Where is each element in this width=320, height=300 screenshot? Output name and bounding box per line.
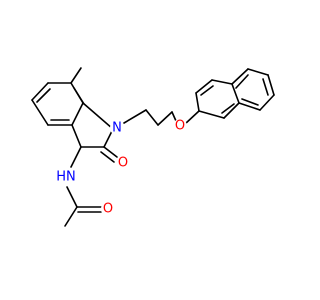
bond bbox=[231, 68, 249, 85]
bond bbox=[262, 78, 269, 96]
bond bbox=[238, 102, 261, 111]
bond bbox=[66, 186, 78, 208]
structure-canvas: N O O HN O bbox=[31, 67, 275, 227]
atom-nh-amide: HN bbox=[56, 168, 76, 186]
bond bbox=[157, 111, 173, 126]
bond bbox=[267, 74, 275, 96]
bond bbox=[200, 85, 214, 96]
atom-label-o-acetyl: O bbox=[103, 202, 113, 217]
bond bbox=[241, 98, 259, 106]
bond bbox=[198, 110, 225, 119]
bond bbox=[195, 79, 213, 94]
bond bbox=[31, 82, 49, 101]
bond bbox=[145, 109, 159, 126]
bonds-group bbox=[31, 67, 275, 227]
atom-o-ring-carbonyl: O bbox=[116, 156, 130, 171]
bond bbox=[235, 74, 249, 89]
bond bbox=[71, 124, 82, 148]
bond bbox=[70, 146, 82, 168]
bond bbox=[211, 79, 233, 85]
atom-o-acetyl: O bbox=[101, 202, 115, 217]
bond bbox=[223, 102, 240, 119]
bond bbox=[64, 206, 78, 227]
atom-label-o-ether: O bbox=[175, 119, 185, 134]
bond bbox=[70, 67, 82, 84]
bond bbox=[171, 111, 177, 122]
bond bbox=[259, 94, 275, 111]
bond bbox=[195, 92, 200, 112]
atom-n-ring: N bbox=[110, 121, 124, 136]
bond bbox=[100, 151, 115, 163]
atom-labels-group: N O O HN O bbox=[56, 119, 187, 217]
bond bbox=[221, 103, 235, 114]
bond bbox=[31, 99, 49, 126]
bond bbox=[73, 87, 85, 105]
atom-label-nh: HN bbox=[56, 170, 76, 185]
bond bbox=[82, 102, 114, 130]
bond bbox=[231, 83, 240, 104]
bond bbox=[71, 102, 84, 126]
atom-o-ether: O bbox=[173, 119, 187, 134]
bond bbox=[184, 110, 200, 125]
bond bbox=[36, 88, 51, 103]
bond bbox=[123, 109, 147, 124]
bond bbox=[247, 68, 269, 76]
atom-label-n: N bbox=[112, 121, 122, 136]
bond bbox=[103, 146, 118, 158]
molecule-structure: N O O HN O bbox=[31, 67, 275, 227]
atom-label-o-carbonyl: O bbox=[118, 156, 128, 171]
